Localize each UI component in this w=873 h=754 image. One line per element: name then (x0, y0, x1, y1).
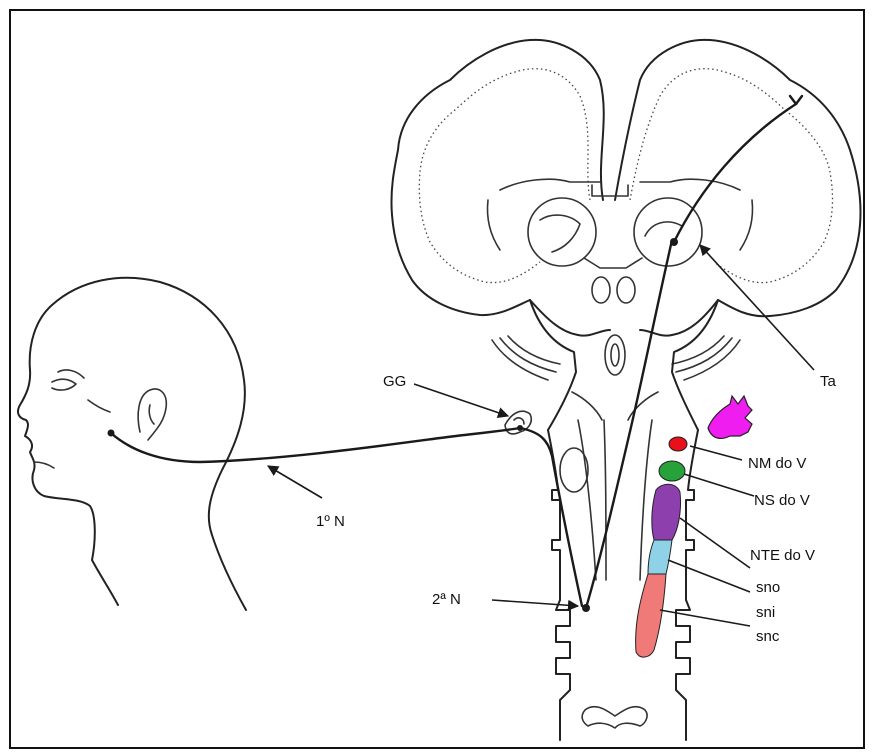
label-nte-do-v: NTE do V (750, 547, 815, 564)
label-sni: sni (756, 604, 775, 621)
label-first-neuron: 1º N (316, 513, 345, 530)
snc-region-shape (636, 574, 666, 657)
label-gg: GG (383, 373, 406, 390)
label-nm-do-v: NM do V (748, 455, 806, 472)
nm-nucleus-shape (669, 437, 687, 451)
labels: GG Ta 1º N 2ª N NM do V NS do V NTE do V… (316, 373, 837, 645)
nte-nucleus-shape (652, 484, 681, 540)
cerebrum (391, 40, 860, 336)
midbrain (492, 300, 740, 430)
label-second-neuron: 2ª N (432, 591, 461, 608)
motor-root-shape (708, 396, 752, 438)
ns-nucleus-shape (659, 461, 685, 481)
head-profile (18, 278, 246, 610)
label-ns-do-v: NS do V (754, 492, 810, 509)
label-sno: sno (756, 579, 780, 596)
label-ta: Ta (820, 373, 837, 390)
label-snc: snc (756, 628, 780, 645)
sni-region-shape (648, 540, 672, 574)
nuclei (636, 396, 752, 657)
